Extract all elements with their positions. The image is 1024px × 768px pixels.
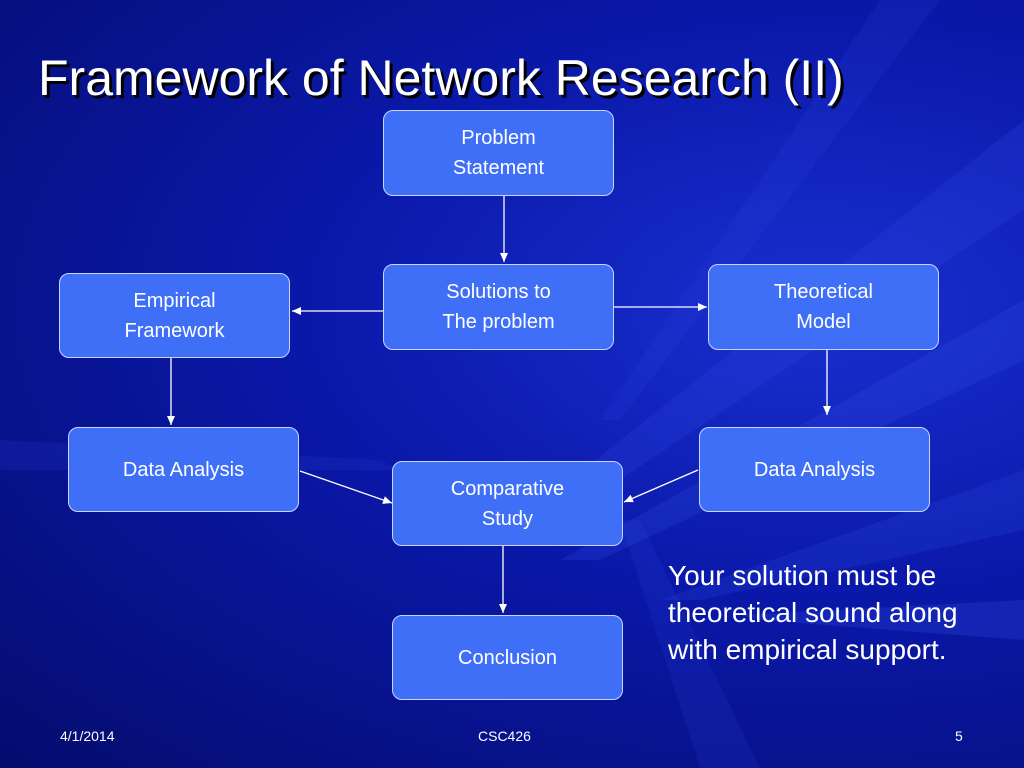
node-data-analysis-left-label: Data Analysis bbox=[122, 458, 245, 481]
node-empirical-framework-label: Empirical Framework bbox=[124, 289, 225, 342]
node-empirical-framework: Empirical Framework bbox=[59, 273, 290, 358]
node-data-analysis-right-label: Data Analysis bbox=[753, 458, 876, 481]
node-conclusion-label: Conclusion bbox=[458, 646, 557, 669]
node-conclusion: Conclusion bbox=[392, 615, 623, 700]
footer-page-number: 5 bbox=[955, 728, 963, 744]
slide-note: Your solution must be theoretical sound … bbox=[668, 560, 958, 665]
node-theoretical-model: Theoretical Model bbox=[708, 264, 939, 350]
arrow-left-analysis-to-comparative bbox=[299, 470, 393, 504]
node-theoretical-model-label: Theoretical Model bbox=[774, 281, 873, 333]
node-problem-statement: Problem Statement bbox=[383, 110, 614, 196]
node-comparative-study: Comparative Study bbox=[392, 461, 623, 546]
footer-date: 4/1/2014 bbox=[60, 728, 115, 744]
footer-course: CSC426 bbox=[478, 728, 531, 744]
node-data-analysis-right: Data Analysis bbox=[699, 427, 930, 512]
slide-title: Framework of Network Research (II) bbox=[38, 50, 844, 106]
arrow-right-analysis-to-comparative bbox=[623, 469, 699, 503]
node-solutions-label: Solutions to The problem bbox=[442, 281, 555, 333]
node-problem-statement-label: Problem Statement bbox=[452, 127, 545, 179]
node-data-analysis-left: Data Analysis bbox=[68, 427, 299, 512]
node-comparative-study-label: Comparative Study bbox=[450, 477, 565, 530]
node-solutions: Solutions to The problem bbox=[383, 264, 614, 350]
